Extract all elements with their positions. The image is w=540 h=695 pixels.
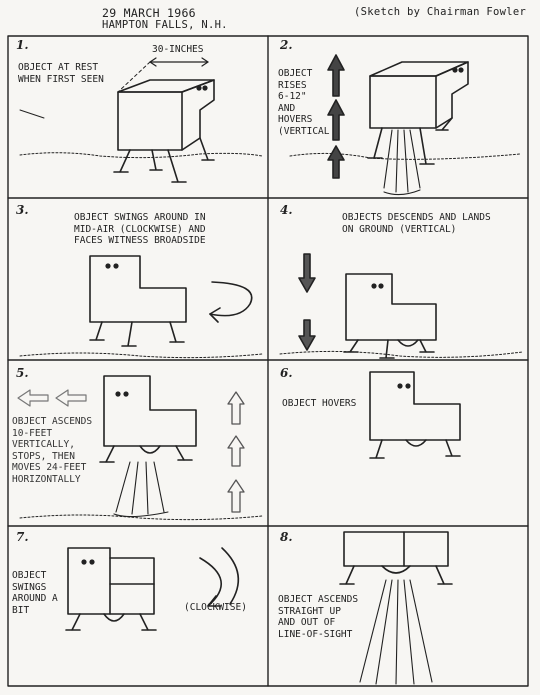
panel-5-up-arrows [227, 391, 245, 513]
panel-1-number: 1. [16, 38, 29, 52]
panel-8-number: 8. [280, 530, 293, 544]
panel-7-object [65, 547, 240, 631]
panel-4-number: 4. [280, 203, 293, 217]
panel-grid [7, 35, 529, 687]
panel-7-number: 7. [16, 530, 29, 544]
panel-5-left-arrows [17, 389, 87, 407]
panel-1-dimension-label: 30-INCHES [152, 44, 204, 55]
panel-8-object [339, 531, 453, 685]
panel-7-clockwise-label: (CLOCKWISE) [184, 602, 247, 613]
panel-3-object [19, 255, 263, 359]
panel-3-number: 3. [16, 203, 29, 217]
panel-6-caption: OBJECT HOVERS [282, 398, 357, 409]
panel-4-down-arrows [298, 253, 316, 351]
panel-2-rise-arrows [327, 54, 345, 179]
panel-6-number: 6. [280, 366, 293, 380]
panel-5-object [19, 375, 263, 521]
header-credit: (Sketch by Chairman Fowler [354, 6, 527, 18]
header-place: HAMPTON FALLS, N.H. [102, 19, 228, 31]
panel-2-number: 2. [280, 38, 293, 52]
panel-6-object [369, 371, 461, 459]
panel-1-object [19, 57, 263, 183]
panel-2-object [289, 61, 521, 196]
panel-4-object [279, 273, 523, 359]
header-date: 29 MARCH 1966 [102, 6, 196, 20]
panel-5-number: 5. [16, 366, 29, 380]
